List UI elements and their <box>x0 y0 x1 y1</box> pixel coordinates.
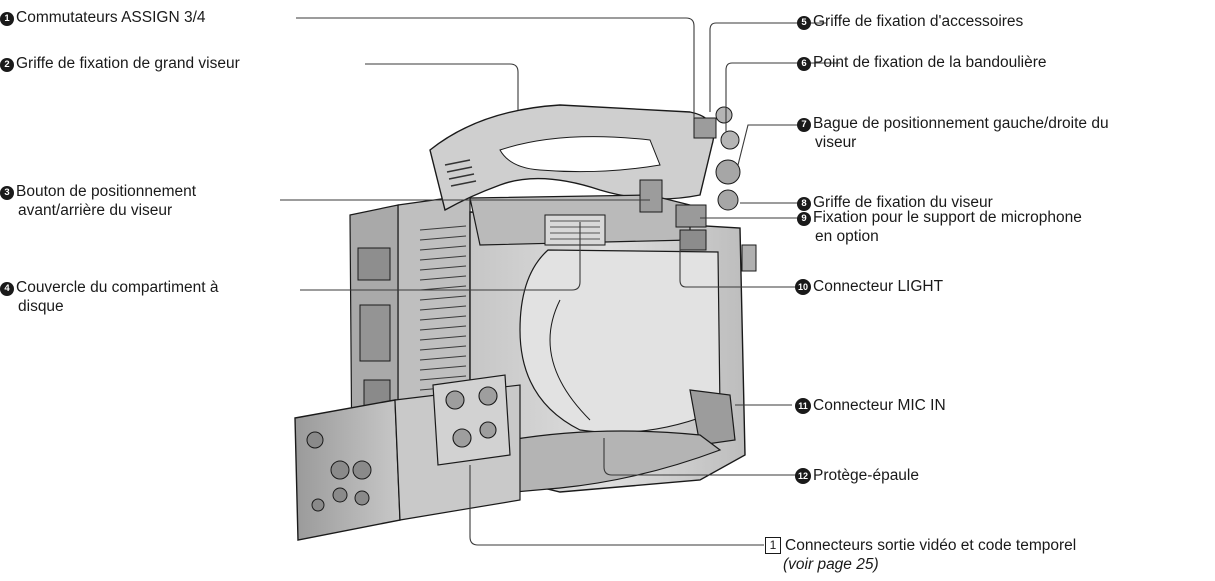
label-text-line2: disque <box>18 298 64 315</box>
label-text: Connecteur LIGHT <box>813 278 944 295</box>
label-text: Point de fixation de la bandoulière <box>813 54 1047 71</box>
label-text: Commutateurs ASSIGN 3/4 <box>16 9 206 26</box>
callout-number: 11 <box>795 398 811 414</box>
callout-number: 6 <box>797 57 811 71</box>
disc-compartment-cover <box>519 249 721 434</box>
label-text: Bouton de positionnement <box>16 183 197 200</box>
label-text: Connecteur MIC IN <box>813 397 946 414</box>
label-text-line2: avant/arrière du viseur <box>18 202 173 219</box>
handle-vents <box>444 159 477 187</box>
front-side-tab <box>741 244 757 272</box>
label-text: Griffe de fixation du viseur <box>813 194 993 211</box>
label-text-line2: en option <box>815 228 879 245</box>
label-text: Griffe de fixation d'accessoires <box>813 13 1024 30</box>
battery-latch <box>357 247 391 281</box>
callout-number: 10 <box>795 279 811 295</box>
assign-switches <box>693 117 717 139</box>
disc-cover-grille <box>544 214 606 246</box>
vf-shoe <box>717 189 739 211</box>
callout-number: 4 <box>0 282 14 296</box>
mic-in-connector <box>689 389 736 446</box>
light-connector <box>679 229 707 251</box>
vf-lr-ring <box>715 159 741 185</box>
label-text: Couvercle du compartiment à <box>16 279 219 296</box>
callout-number: 1 <box>0 12 14 26</box>
leader-lines <box>280 17 840 546</box>
vf-fb-knob <box>639 179 663 213</box>
label-text-line2: viseur <box>815 134 857 151</box>
label-text: Griffe de fixation de grand viseur <box>16 55 240 72</box>
callout-number: 2 <box>0 58 14 72</box>
disc-arc <box>549 299 591 421</box>
callout-number: 12 <box>795 468 811 484</box>
callout-number: 8 <box>797 197 811 211</box>
label-text: Connecteurs sortie vidéo et code tempore… <box>785 537 1077 554</box>
page-reference: (voir page 25) <box>783 556 879 573</box>
handle-grip-hole <box>499 136 661 173</box>
callout-box-number: 1 <box>765 537 781 554</box>
rear-connectors <box>306 431 372 512</box>
strap-point <box>720 130 740 150</box>
callout-number: 5 <box>797 16 811 30</box>
callout-number: 7 <box>797 118 811 132</box>
label-text: Protège-épaule <box>813 467 919 484</box>
mic-holder-mount <box>675 204 707 228</box>
shoulder-pad <box>509 430 722 493</box>
video-tc-connectors <box>445 386 498 448</box>
accessory-shoe <box>715 106 733 124</box>
callout-number: 9 <box>797 212 811 226</box>
video-tc-panel <box>432 374 511 466</box>
label-text: Fixation pour le support de microphone <box>813 209 1082 226</box>
callout-number: 3 <box>0 186 14 200</box>
battery-contact <box>359 304 391 362</box>
label-text: Bague de positionnement gauche/droite du <box>813 115 1109 132</box>
